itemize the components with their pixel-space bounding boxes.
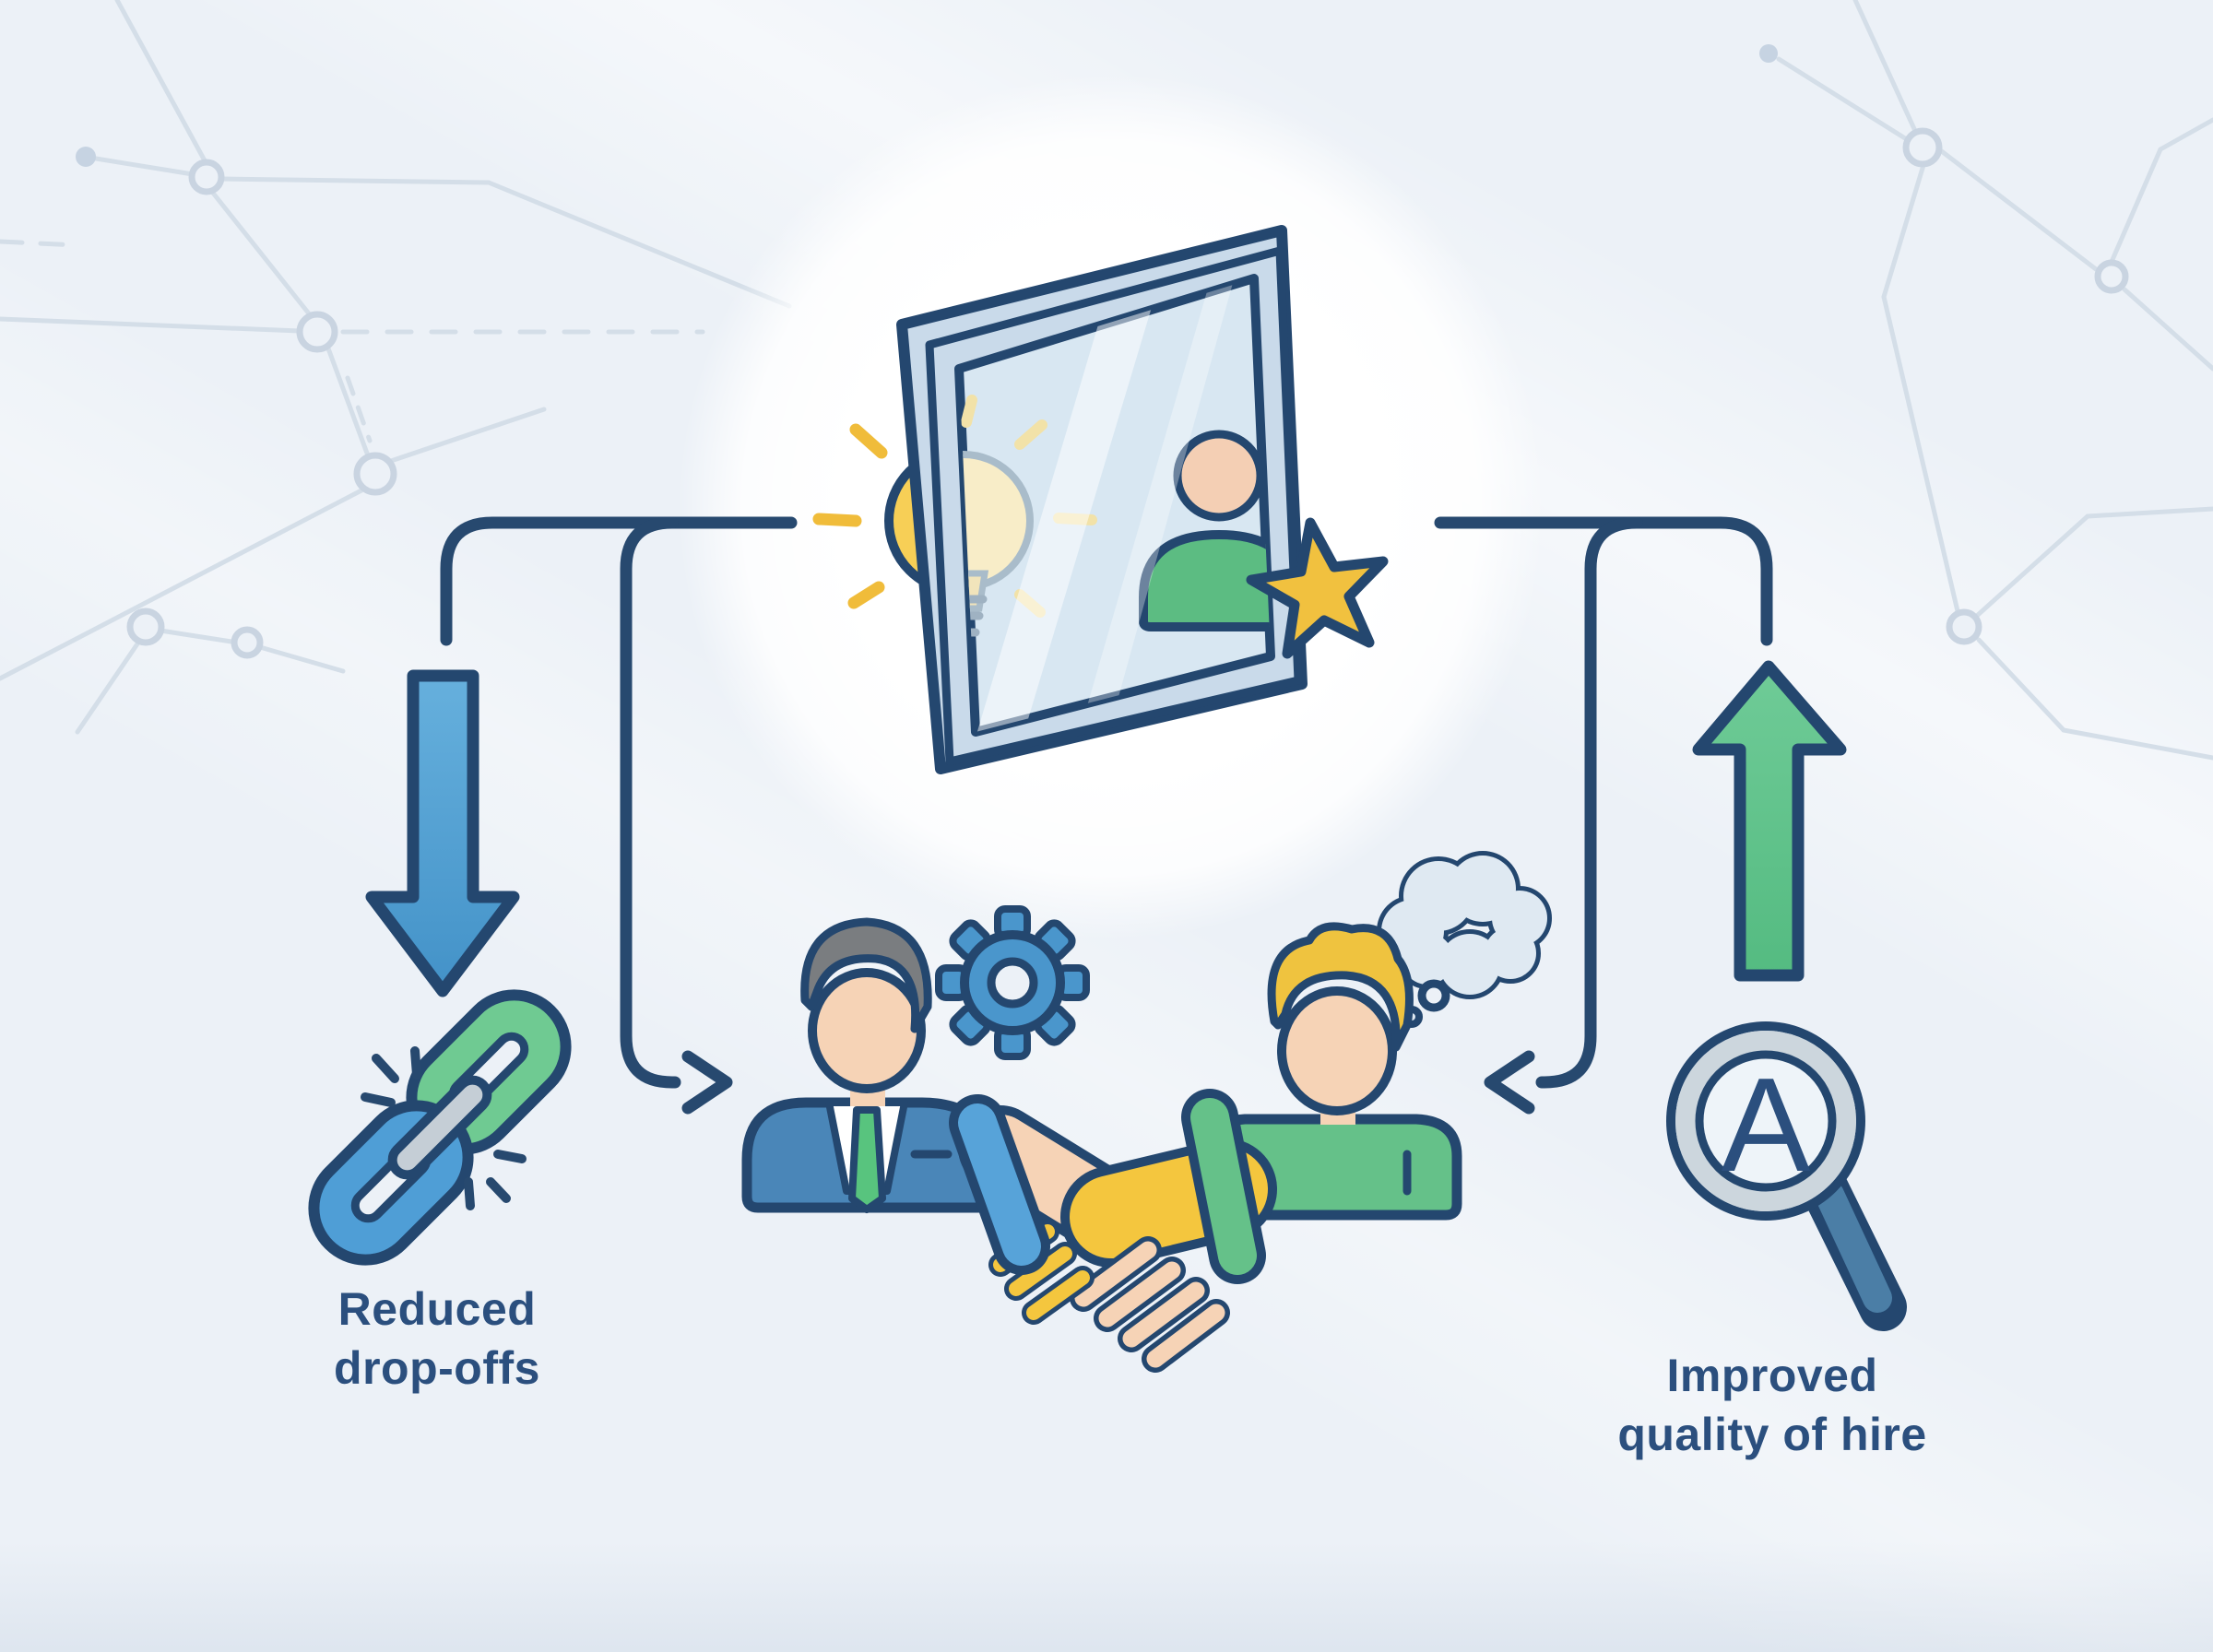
left-hand-fingers: [1070, 1236, 1230, 1373]
green-cuff: [1190, 1098, 1257, 1275]
arrowhead-right-icon: [681, 1050, 733, 1115]
face: [808, 968, 926, 1093]
candidate-star-icon: [1139, 430, 1271, 631]
break-sparks: [361, 1046, 527, 1210]
thought-bubble-icon: [1377, 851, 1552, 1028]
bottom-shade: [0, 1541, 2213, 1652]
up-arrow-icon: [1692, 660, 1847, 982]
label-improved-line1: Improved: [1666, 1350, 1878, 1401]
magnifier-handle: [1815, 1180, 1892, 1313]
chain-pin: [387, 1075, 492, 1180]
lightbulb-rays: [812, 423, 888, 609]
window-frame-bevel: [925, 246, 1303, 766]
grade-letter: A: [1722, 1050, 1811, 1199]
gear-icon: [935, 905, 1090, 1060]
arrowhead-left-icon: [1484, 1050, 1535, 1115]
blue-cuff: [958, 1103, 1041, 1266]
flow-connector-left: [440, 516, 798, 1115]
glass-contents: [959, 278, 1271, 732]
network-edges-top-right: [1776, 0, 2213, 761]
hair: [800, 917, 932, 1033]
handshake-icon: [949, 1089, 1277, 1373]
flow-connector-right: [1434, 516, 1773, 1115]
hair: [1267, 922, 1414, 1052]
label-reduced-dropoffs: Reduced drop-offs: [234, 1280, 640, 1398]
magnifier-grade-icon: A: [1666, 1021, 1907, 1331]
label-reduced-line1: Reduced: [337, 1283, 537, 1335]
magnifier-rim: [1675, 1031, 1856, 1211]
label-improved-line2: quality of hire: [1617, 1409, 1927, 1460]
down-arrow-icon: [365, 669, 520, 997]
label-improved-quality: Improved quality of hire: [1523, 1346, 2021, 1464]
network-nodes: [76, 44, 2129, 659]
mirror-window-icon: [896, 225, 1389, 774]
star-icon: [1246, 517, 1389, 659]
tie: [848, 1106, 886, 1213]
face: [1277, 986, 1397, 1115]
label-reduced-line2: drop-offs: [334, 1342, 540, 1394]
network-pattern: [0, 0, 2213, 761]
broken-chain-icon: [308, 989, 572, 1266]
